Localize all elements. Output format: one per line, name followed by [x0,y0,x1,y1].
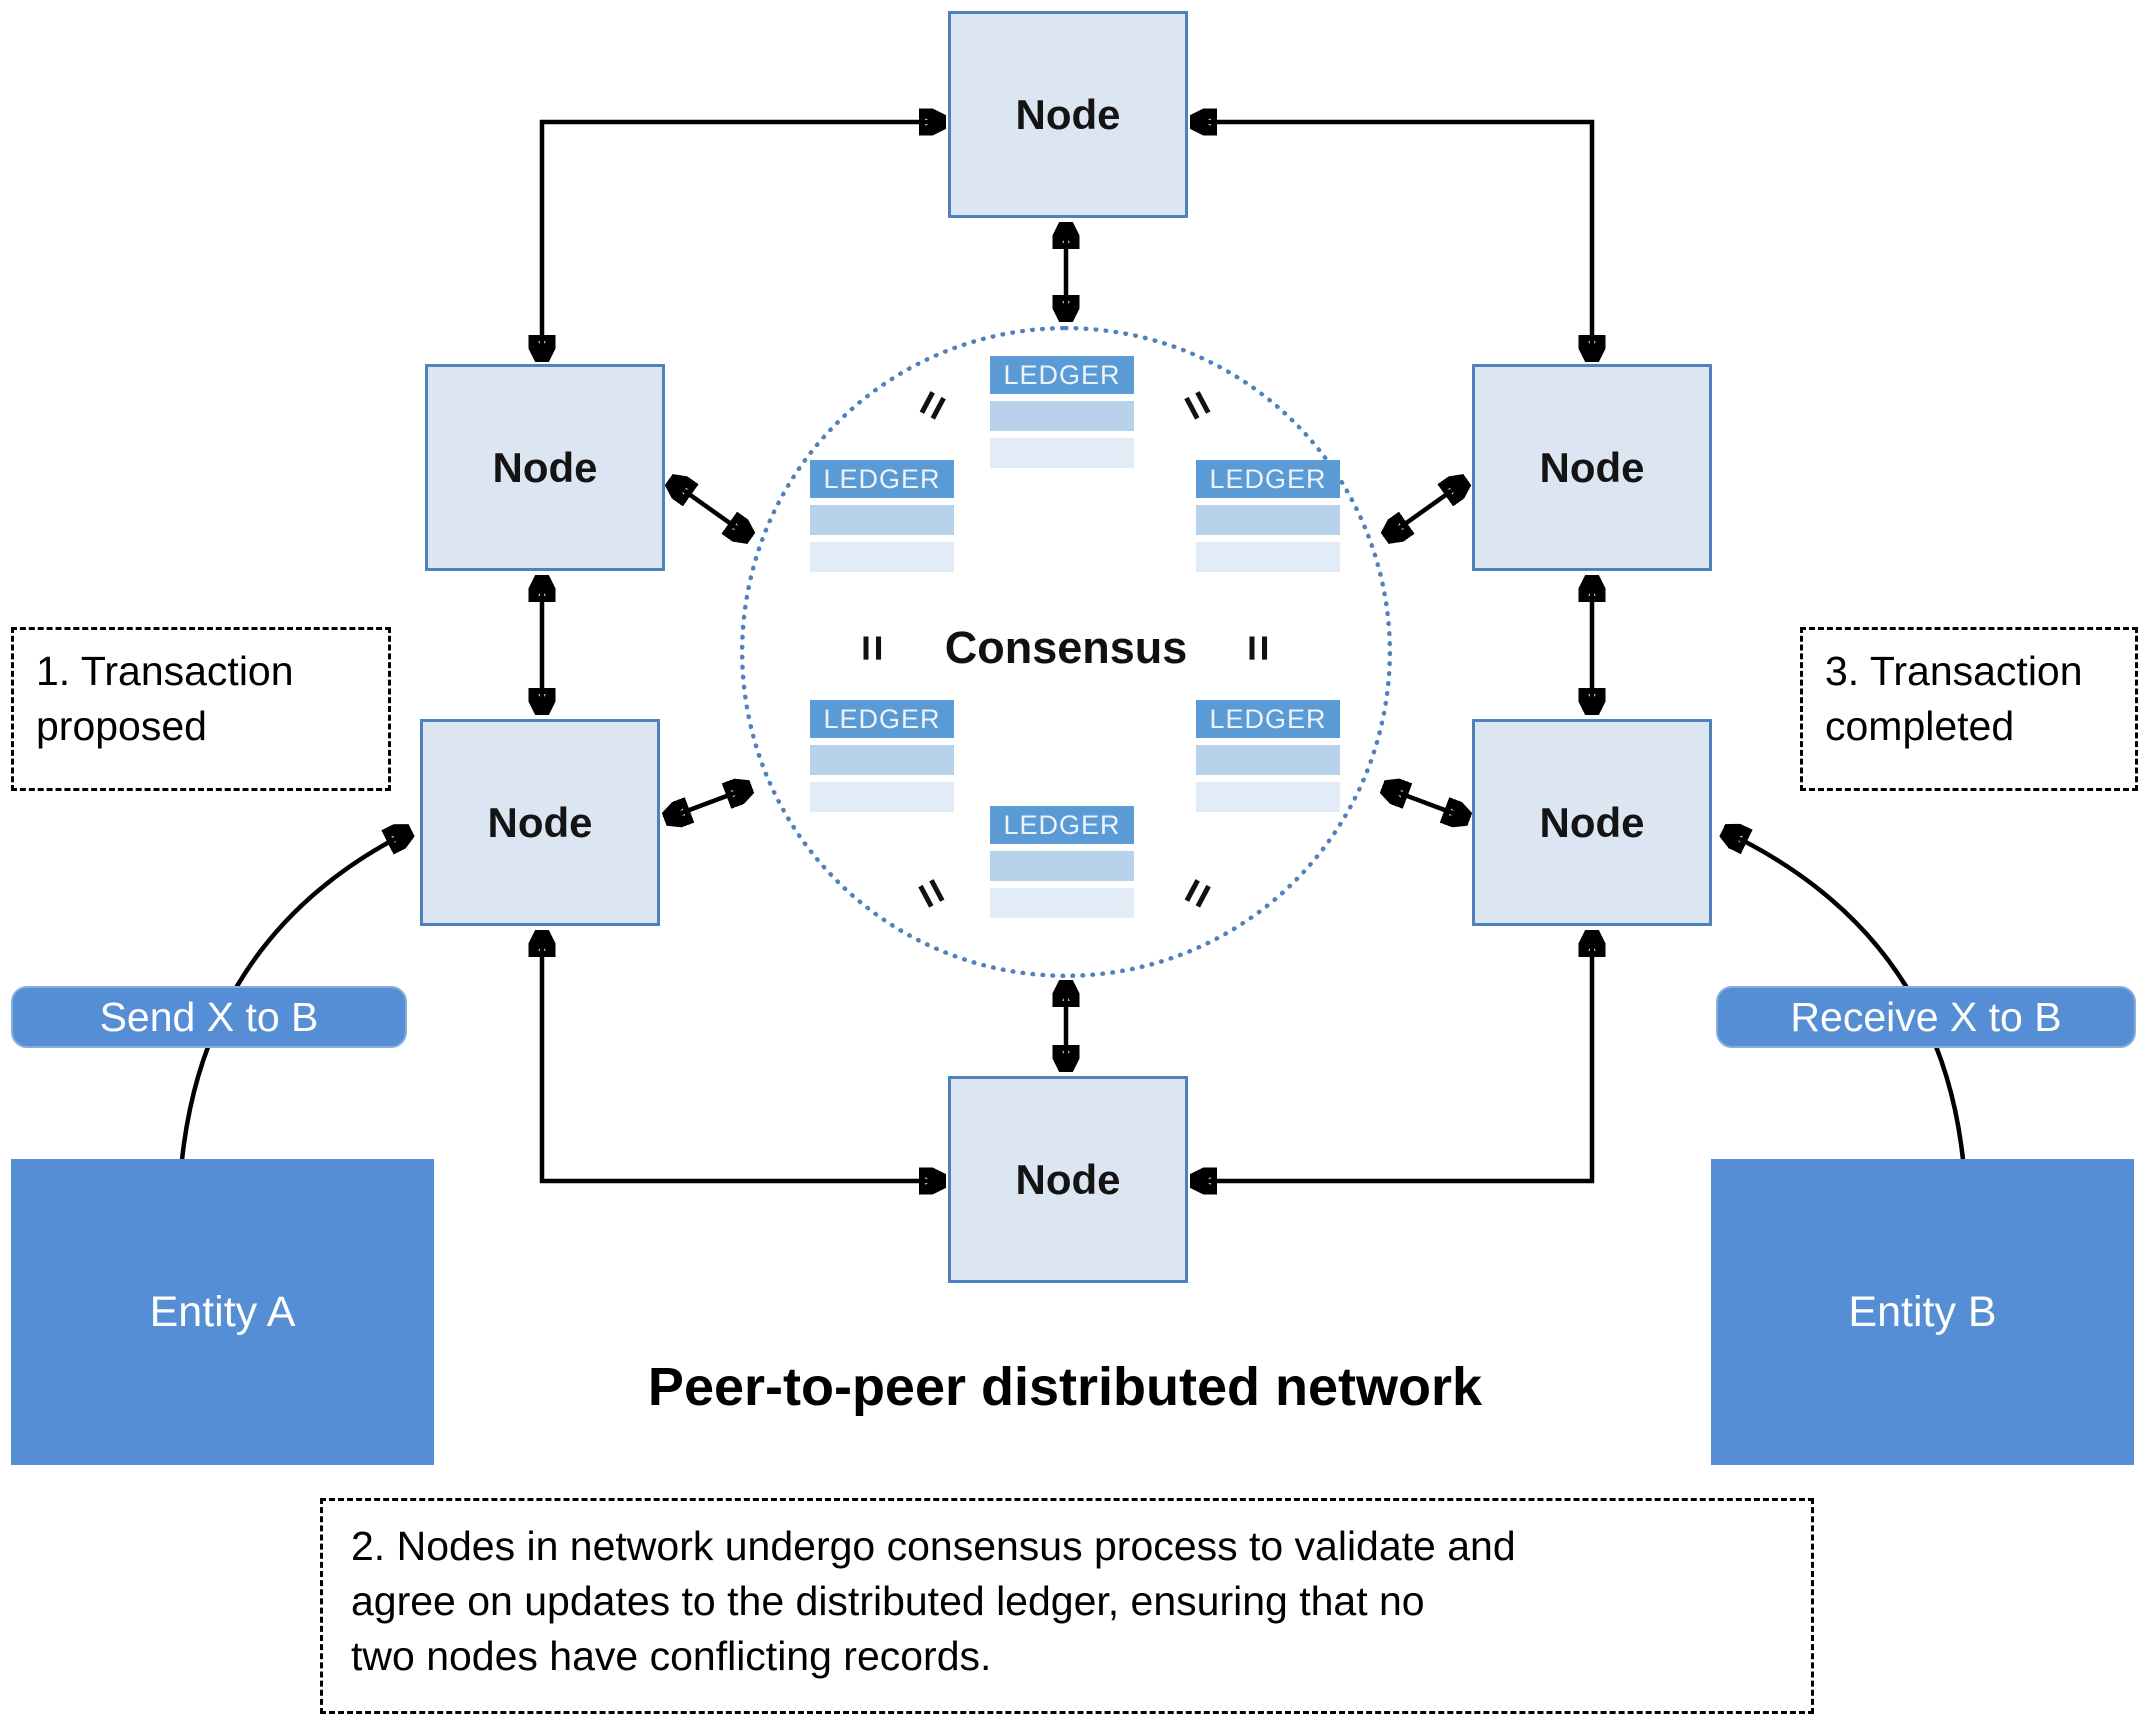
arrow-entity-a-to-node [179,832,408,1161]
annotation-step-3: 3. Transaction completed [1800,627,2138,791]
node-bottom: Node [948,1076,1188,1283]
ledger-header: LEDGER [990,806,1134,844]
entity-a-box: Entity A [11,1159,434,1465]
entity-b-box: Entity B [1711,1159,2134,1465]
ledger-header: LEDGER [1196,460,1340,498]
node-upper-left: Node [425,364,665,571]
consensus-label: Consensus [944,622,1188,673]
annotation-step-2-line: 2. Nodes in network undergo consensus pr… [351,1523,1516,1569]
arrow-upperright-circle [1388,482,1464,536]
arrow-bottom-left-elbow [542,934,942,1181]
ledger-row [1196,745,1340,775]
node-top: Node [948,11,1188,218]
node-lower-left: Node [420,719,660,926]
ledger-row [990,438,1134,468]
arrow-top-left-elbow [542,122,942,358]
ledger-upper-left: LEDGER [810,460,954,572]
arrow-top-right-elbow [1194,122,1592,358]
ledger-row [990,851,1134,881]
annotation-step-1: 1. Transaction proposed [11,627,391,791]
ledger-row [1196,542,1340,572]
annotation-step-2-line: agree on updates to the distributed ledg… [351,1577,1425,1624]
ledger-bottom: LEDGER [990,806,1134,918]
annotation-step-2: 2. Nodes in network undergo consensus pr… [320,1498,1814,1714]
node-upper-right: Node [1472,364,1712,571]
arrow-upperleft-circle [672,482,748,536]
ledger-row [810,542,954,572]
arrow-lowerright-circle [1386,788,1466,818]
receive-label-pill: Receive X to B [1716,986,2136,1048]
annotation-step-2-line: two nodes have conflicting records. [351,1632,992,1679]
ledger-row [990,401,1134,431]
ledger-upper-right: LEDGER [1196,460,1340,572]
ledger-row [810,505,954,535]
ledger-header: LEDGER [1196,700,1340,738]
ledger-header: LEDGER [990,356,1134,394]
node-lower-right: Node [1472,719,1712,926]
ledger-row [810,745,954,775]
ledger-lower-left: LEDGER [810,700,954,812]
consensus-circle [740,326,1392,978]
arrow-entity-b-to-node [1726,832,1966,1161]
ledger-row [990,888,1134,918]
diagram-title: Peer-to-peer distributed network [647,1357,1483,1417]
arrow-bottom-right-elbow [1194,934,1592,1181]
ledger-header: LEDGER [810,700,954,738]
send-label-pill: Send X to B [11,986,407,1048]
arrow-lowerleft-circle [668,788,748,818]
ledger-top: LEDGER [990,356,1134,468]
ledger-lower-right: LEDGER [1196,700,1340,812]
ledger-row [1196,505,1340,535]
ledger-row [1196,782,1340,812]
ledger-header: LEDGER [810,460,954,498]
ledger-row [810,782,954,812]
